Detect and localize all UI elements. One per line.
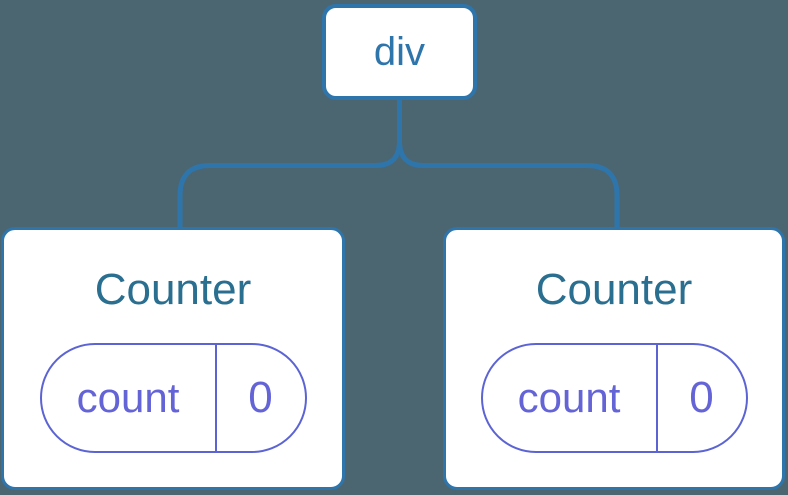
tree-node-root: div (322, 4, 477, 100)
edge-root-to-right-counter (397, 98, 620, 229)
root-node-label: div (373, 30, 426, 74)
edge-root-to-left-counter (177, 98, 402, 229)
state-key: count (483, 345, 658, 451)
component-name: Counter (94, 265, 252, 314)
state-pill: count 0 (39, 343, 307, 453)
tree-node-counter-2: Counter count 0 (443, 227, 785, 490)
state-value: 0 (248, 373, 273, 422)
component-name: Counter (535, 265, 693, 314)
state-key: count (42, 345, 217, 451)
state-value: 0 (689, 373, 714, 422)
state-pill: count 0 (480, 343, 748, 453)
tree-node-counter-1: Counter count 0 (1, 227, 345, 490)
